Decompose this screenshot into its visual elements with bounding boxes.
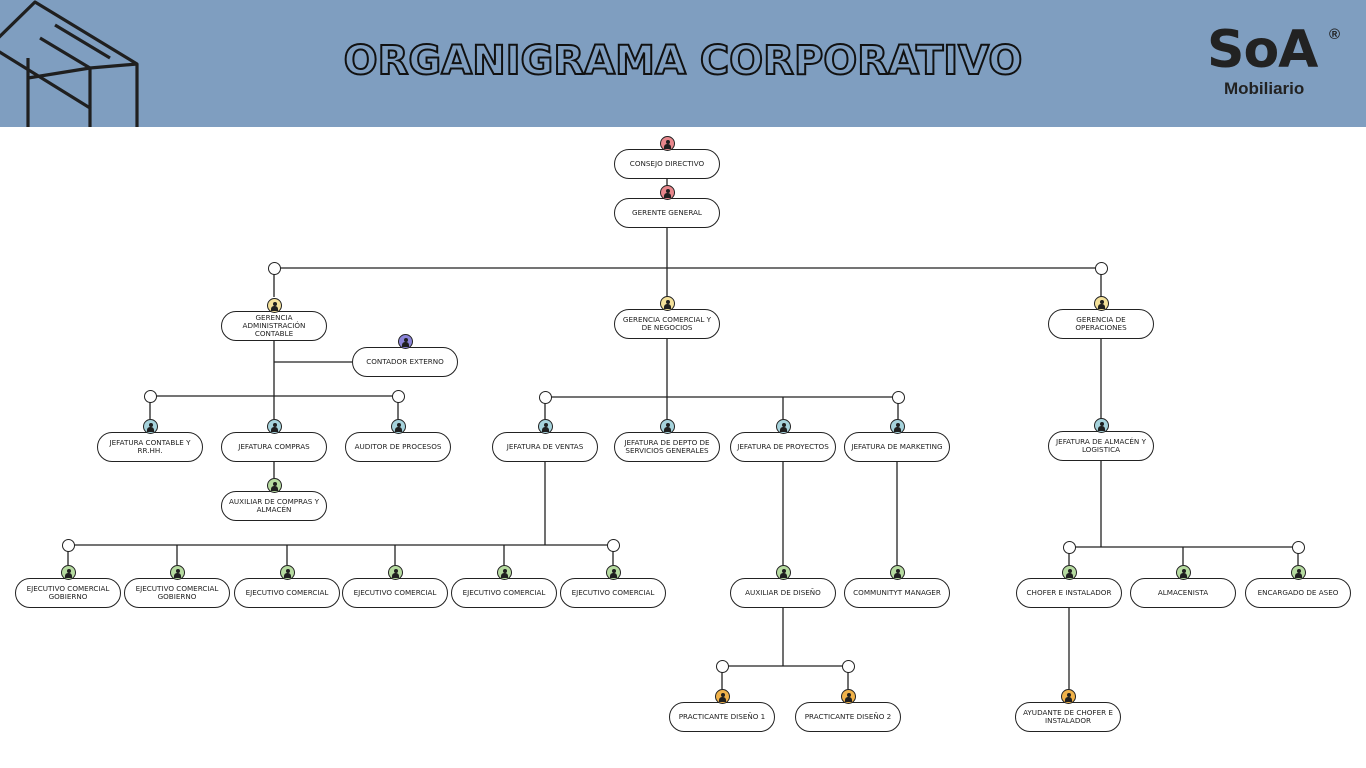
org-node-auditor: AUDITOR DE PROCESOS: [345, 432, 451, 462]
org-node-jef-proy: JEFATURA DE PROYECTOS: [730, 432, 836, 462]
org-node-jef-compras: JEFATURA COMPRAS: [221, 432, 327, 462]
person-icon: [659, 419, 675, 434]
junction-dot: [715, 659, 729, 673]
logo-subtitle: Mobiliario: [1224, 79, 1305, 98]
person-icon: [1061, 565, 1077, 580]
org-node-jef-serv: JEFATURA DE DEPTO DE SERVICIOS GENERALES: [614, 432, 720, 462]
page-title: ORGANIGRAMA CORPORATIVO: [343, 37, 1024, 85]
org-node-ger-oper: GERENCIA DE OPERACIONES: [1048, 309, 1154, 339]
registered-mark: ®: [1329, 26, 1341, 43]
cube-outline-icon: [0, 0, 139, 127]
org-node-jef-contable: JEFATURA CONTABLE Y RR.HH.: [97, 432, 203, 462]
org-node-ejec2: EJECUTIVO COMERCIAL GOBIERNO: [124, 578, 230, 608]
org-node-pract1: PRACTICANTE DISEÑO 1: [669, 702, 775, 732]
person-icon: [1093, 296, 1109, 311]
org-node-jef-ventas: JEFATURA DE VENTAS: [492, 432, 598, 462]
person-icon: [1290, 565, 1306, 580]
junction-dot: [391, 389, 405, 403]
junction-dot: [891, 390, 905, 404]
person-icon: [775, 419, 791, 434]
person-icon: [266, 419, 282, 434]
person-icon: [537, 419, 553, 434]
person-icon: [387, 565, 403, 580]
org-node-jef-almacen: JEFATURA DE ALMACÉN Y LOGISTICA: [1048, 431, 1154, 461]
org-node-ejec3: EJECUTIVO COMERCIAL: [234, 578, 340, 608]
org-node-ejec5: EJECUTIVO COMERCIAL: [451, 578, 557, 608]
junction-dot: [267, 261, 281, 275]
org-node-aux-compras: AUXILIAR DE COMPRAS Y ALMACÉN: [221, 491, 327, 521]
person-icon: [266, 298, 282, 313]
junction-dot: [143, 389, 157, 403]
junction-dot: [606, 538, 620, 552]
person-icon: [60, 565, 76, 580]
person-icon: [659, 296, 675, 311]
org-node-contador: CONTADOR EXTERNO: [352, 347, 458, 377]
org-node-ejec1: EJECUTIVO COMERCIAL GOBIERNO: [15, 578, 121, 608]
org-node-community: COMMUNITYT MANAGER: [844, 578, 950, 608]
person-icon: [1060, 689, 1076, 704]
person-icon: [279, 565, 295, 580]
junction-dot: [61, 538, 75, 552]
person-icon: [775, 565, 791, 580]
header-banner: ORGANIGRAMA CORPORATIVO SoA ® Mobiliario: [0, 0, 1366, 127]
org-node-almacenista: ALMACENISTA: [1130, 578, 1236, 608]
person-icon: [390, 419, 406, 434]
org-node-ejec6: EJECUTIVO COMERCIAL: [560, 578, 666, 608]
org-node-ger-admin: GERENCIA ADMINISTRACIÓN CONTABLE: [221, 311, 327, 341]
person-icon: [889, 565, 905, 580]
junction-dot: [538, 390, 552, 404]
org-node-aux-diseno: AUXILIAR DE DISEÑO: [730, 578, 836, 608]
person-icon: [397, 334, 413, 349]
person-icon: [714, 689, 730, 704]
org-node-aseo: ENCARGADO DE ASEO: [1245, 578, 1351, 608]
soa-logo: SoA ® Mobiliario: [1195, 22, 1345, 102]
person-icon: [169, 565, 185, 580]
person-icon: [266, 478, 282, 493]
junction-dot: [1094, 261, 1108, 275]
junction-dot: [841, 659, 855, 673]
org-node-pract2: PRACTICANTE DISEÑO 2: [795, 702, 901, 732]
org-node-gerente: GERENTE GENERAL: [614, 198, 720, 228]
org-node-consejo: CONSEJO DIRECTIVO: [614, 149, 720, 179]
org-node-chofer: CHOFER E INSTALADOR: [1016, 578, 1122, 608]
person-icon: [605, 565, 621, 580]
person-icon: [496, 565, 512, 580]
person-icon: [659, 185, 675, 200]
person-icon: [659, 136, 675, 151]
person-icon: [889, 419, 905, 434]
person-icon: [142, 419, 158, 434]
junction-dot: [1062, 540, 1076, 554]
person-icon: [1093, 418, 1109, 433]
org-node-jef-mkt: JEFATURA DE MARKETING: [844, 432, 950, 462]
person-icon: [840, 689, 856, 704]
org-node-ayudante: AYUDANTE DE CHOFER E INSTALADOR: [1015, 702, 1121, 732]
org-node-ger-comercial: GERENCIA COMERCIAL Y DE NEGOCIOS: [614, 309, 720, 339]
org-node-ejec4: EJECUTIVO COMERCIAL: [342, 578, 448, 608]
junction-dot: [1291, 540, 1305, 554]
person-icon: [1175, 565, 1191, 580]
logo-wordmark: SoA: [1207, 20, 1318, 80]
